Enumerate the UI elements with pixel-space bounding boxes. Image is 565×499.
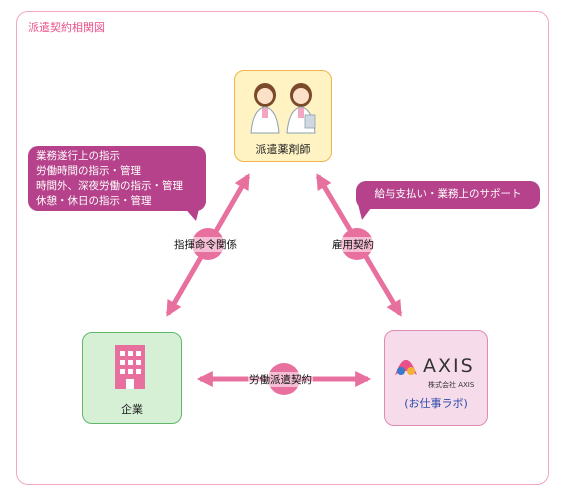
instruction-item: 労働時間の指示・管理 [36,165,141,177]
axis-node: (お仕事ラボ) [384,330,488,426]
company-node: 企業 [82,332,182,424]
axis-logo-icon [395,359,417,375]
axis-company-line: 株式会社 AXIS [428,381,475,389]
command-relation-label: 指揮命令関係 [173,237,238,252]
pharmacist-node: 派遣薬剤師 [234,70,332,162]
building-icon [115,345,145,389]
axis-logo-text: AXIS [423,355,475,377]
axis-label: (お仕事ラボ) [404,397,468,410]
instruction-item: 休憩・休日の指示・管理 [36,195,152,207]
employment-relation-label: 雇用契約 [331,237,375,252]
support-bubble: 給与支払い・業務上のサポート [356,181,540,209]
dispatch-relation-label: 労働派遣契約 [248,372,313,387]
instruction-bubble: 業務遂行上の指示 労働時間の指示・管理 時間外、深夜労働の指示・管理 休憩・休日… [28,146,206,211]
company-label: 企業 [121,403,143,416]
support-bubble-tail [358,204,374,220]
instruction-item: 業務遂行上の指示 [36,150,120,162]
pharmacist-label: 派遣薬剤師 [255,143,311,156]
diagram-title: 派遣契約相関図 [28,21,105,34]
instruction-item: 時間外、深夜労働の指示・管理 [36,180,183,192]
diagram-frame [16,11,549,485]
pharmacist-people-icon [250,83,316,134]
instruction-bubble-tail [182,205,200,221]
